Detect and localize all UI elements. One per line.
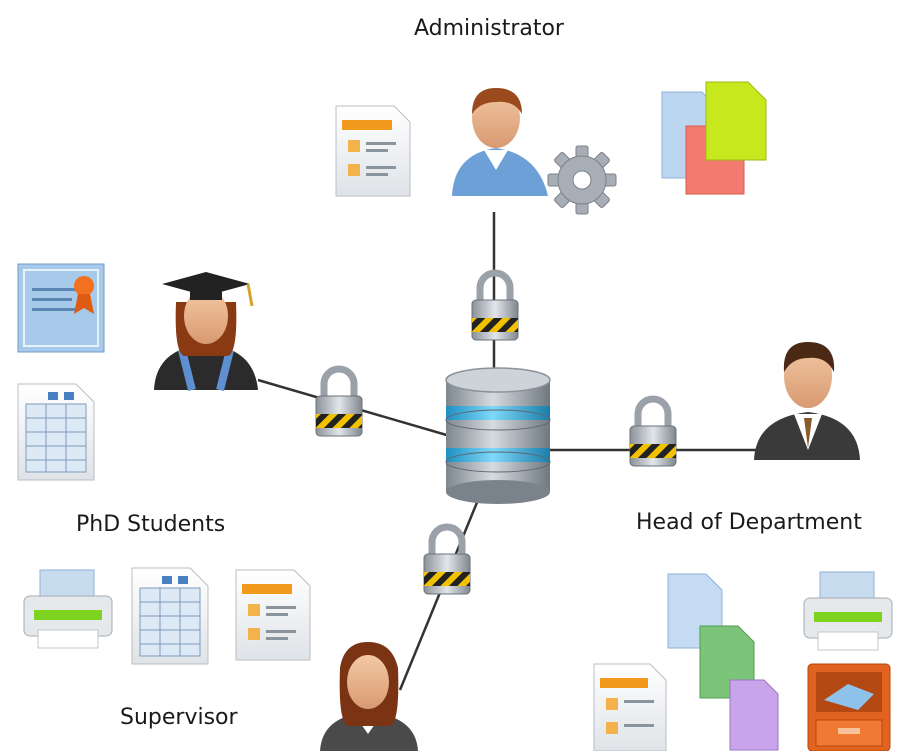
database-server-icon <box>445 367 551 504</box>
padlock-icon <box>423 523 471 595</box>
printer-icon <box>803 571 893 651</box>
colored-files-icon <box>661 81 767 195</box>
form-document-icon <box>593 663 667 751</box>
padlock-icon <box>471 269 519 341</box>
administrator-person-icon <box>452 88 548 196</box>
printer-icon <box>23 569 113 649</box>
certificate-icon <box>17 263 105 353</box>
label-administrator: Administrator <box>414 16 564 41</box>
female-supervisor-icon <box>320 642 418 751</box>
graduate-student-icon <box>154 272 258 391</box>
businessman-icon <box>754 342 860 460</box>
label-head-of-department: Head of Department <box>636 510 862 535</box>
link-supervisor <box>398 499 480 691</box>
padlock-icon <box>629 395 677 467</box>
spreadsheet-document-icon <box>17 383 95 481</box>
colored-files-icon <box>667 573 779 751</box>
spreadsheet-document-icon <box>131 567 209 665</box>
gear-icon <box>547 145 617 215</box>
label-phd-students: PhD Students <box>76 512 226 537</box>
padlock-icon <box>315 365 363 437</box>
form-document-icon <box>335 105 411 197</box>
label-supervisor: Supervisor <box>120 705 238 730</box>
filing-cabinet-icon <box>807 663 891 751</box>
form-document-icon <box>235 569 311 661</box>
